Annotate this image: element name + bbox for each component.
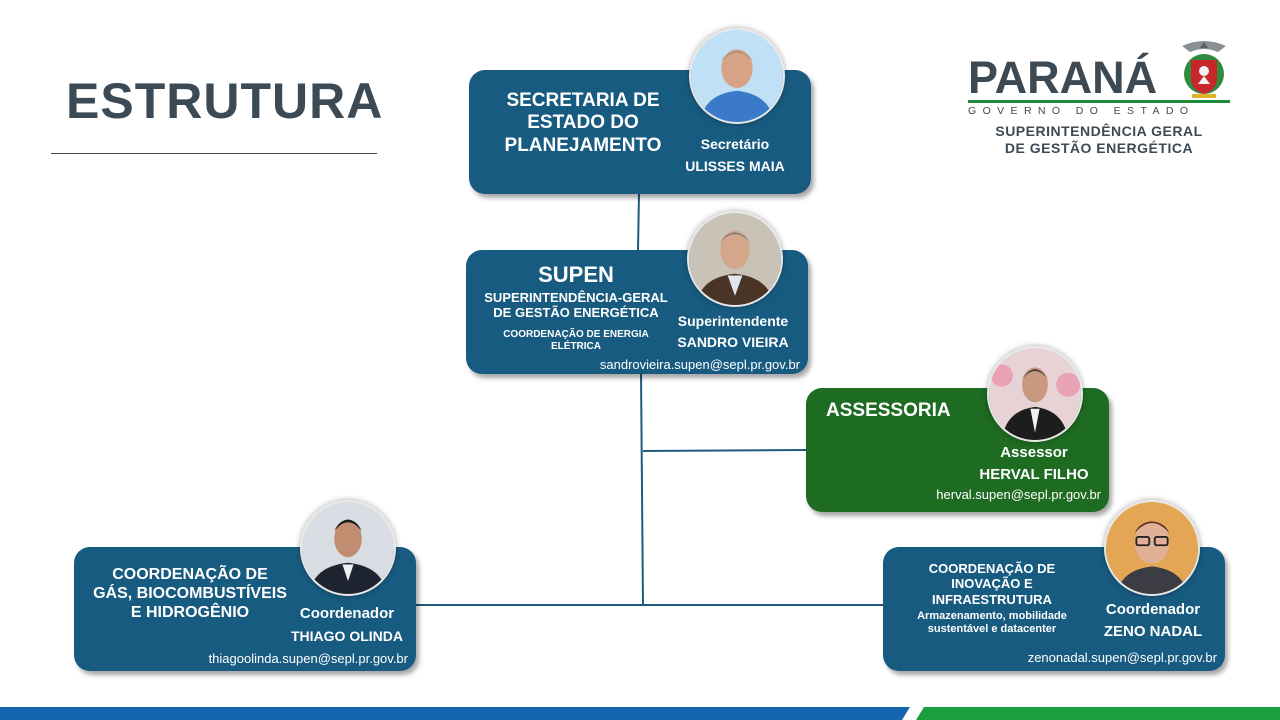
node-inovacao-person: ZENO NADAL <box>1103 623 1203 640</box>
node-assessoria-role: Assessor <box>1000 444 1068 461</box>
secretario-photo <box>689 28 785 124</box>
portrait-icon <box>989 348 1081 440</box>
node-inovacao-email[interactable]: zenonadal.supen@sepl.pr.gov.br <box>1027 650 1217 665</box>
node-supen-subunit: COORDENAÇÃO DE ENERGIA ELÉTRICA <box>480 329 672 353</box>
page-title: ESTRUTURA <box>66 73 384 129</box>
name-line: E HIDROGÊNIO <box>130 603 250 621</box>
node-inovacao-role: Coordenador <box>1105 601 1201 618</box>
coordenador-inovacao-photo <box>1104 500 1200 596</box>
portrait-icon <box>689 213 781 305</box>
portrait-icon <box>691 30 783 122</box>
detail-line: Armazenamento, mobilidade <box>917 610 1067 622</box>
node-gas-person: THIAGO OLINDA <box>291 628 403 644</box>
name-line: COORDENAÇÃO DE <box>928 561 1056 576</box>
assessor-photo <box>987 346 1083 442</box>
logo-underline <box>968 100 1230 103</box>
node-assessoria-email[interactable]: herval.supen@sepl.pr.gov.br <box>936 487 1101 502</box>
node-inovacao-name: COORDENAÇÃO DE INOVAÇÃO E INFRAESTRUTURA <box>899 561 1085 607</box>
name-line: GÁS, BIOCOMBUSTÍVEIS <box>93 584 287 602</box>
node-supen-person: SANDRO VIEIRA <box>677 334 789 350</box>
node-inovacao-detail: Armazenamento, mobilidade sustentável e … <box>899 610 1085 636</box>
node-secretaria: SECRETARIA DE ESTADO DO PLANEJAMENTO Sec… <box>469 70 811 194</box>
node-supen-email[interactable]: sandrovieira.supen@sepl.pr.gov.br <box>599 357 800 372</box>
logo-unit-line2: DE GESTÃO ENERGÉTICA <box>1004 140 1194 156</box>
portrait-icon <box>302 502 394 594</box>
node-gas-email[interactable]: thiagoolinda.supen@sepl.pr.gov.br <box>208 651 408 666</box>
connector-secretaria-supen <box>637 192 640 251</box>
connector-assessoria <box>642 449 808 452</box>
node-secretaria-person: ULISSES MAIA <box>685 158 785 174</box>
logo-subtitle: GOVERNO DO ESTADO <box>968 105 1195 117</box>
title-divider <box>51 153 377 154</box>
name-line: COORDENAÇÃO DE <box>112 566 268 583</box>
coordenador-gas-photo <box>300 500 396 596</box>
node-supen-name: SUPERINTENDÊNCIA-GERAL DE GESTÃO ENERGÉT… <box>472 290 680 321</box>
node-secretaria-role: Secretário <box>700 136 770 152</box>
name-line: PLANEJAMENTO <box>504 134 662 156</box>
parana-logo: PARANÁ GOVERNO DO ESTADO SUPERINTENDÊNCI… <box>964 36 1234 161</box>
superintendente-photo <box>687 211 783 307</box>
node-assessoria-person: HERVAL FILHO <box>979 466 1089 483</box>
name-line: SUPERINTENDÊNCIA-GERAL <box>484 290 668 305</box>
node-supen-acronym: SUPEN <box>538 262 614 287</box>
sub-line: ELÉTRICA <box>551 340 601 352</box>
coat-of-arms-icon <box>1182 41 1226 98</box>
name-line: INFRAESTRUTURA <box>932 591 1052 607</box>
logo-unit-line1: SUPERINTENDÊNCIA GERAL <box>995 123 1203 139</box>
node-supen: SUPEN SUPERINTENDÊNCIA-GERAL DE GESTÃO E… <box>466 250 808 374</box>
footer-color-bar <box>0 707 1280 720</box>
name-line: INOVAÇÃO E <box>951 576 1033 592</box>
node-gas-name: COORDENAÇÃO DE GÁS, BIOCOMBUSTÍVEIS E HI… <box>84 566 296 623</box>
node-secretaria-name: SECRETARIA DE ESTADO DO PLANEJAMENTO <box>483 90 683 157</box>
node-supen-role: Superintendente <box>677 313 789 329</box>
logo-wordmark: PARANÁ <box>968 52 1158 103</box>
name-line: SECRETARIA DE <box>506 90 660 111</box>
connector-trunk <box>640 372 644 607</box>
node-gas-role: Coordenador <box>299 605 395 622</box>
portrait-icon <box>1106 502 1198 594</box>
detail-line: sustentável e datacenter <box>927 622 1057 635</box>
sub-line: COORDENAÇÃO DE ENERGIA <box>503 329 649 340</box>
node-assessoria-name: ASSESSORIA <box>826 400 951 421</box>
name-line: DE GESTÃO ENERGÉTICA <box>493 305 659 321</box>
name-line: ESTADO DO <box>527 112 639 134</box>
